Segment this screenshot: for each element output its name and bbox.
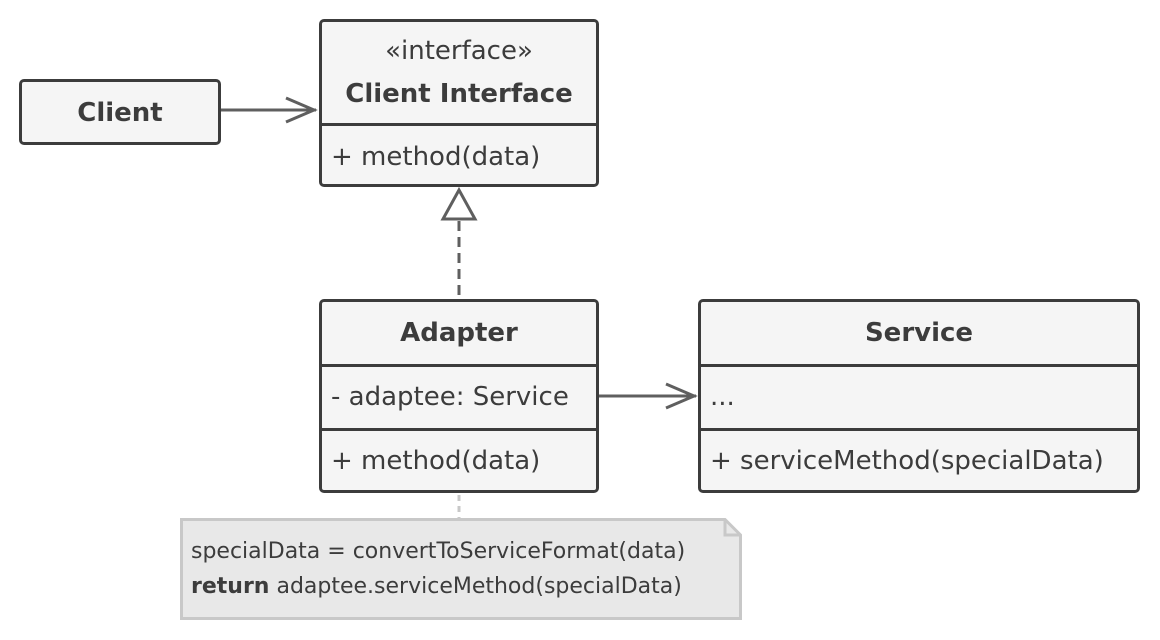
note-return-expression: adaptee.serviceMethod(specialData) [269, 574, 682, 599]
service-class-box: Service ... + serviceMethod(specialData) [698, 299, 1140, 493]
adapter-class-name: Adapter [400, 318, 518, 348]
interface-class-name: Client Interface [345, 79, 573, 109]
adapter-method: + method(data) [331, 446, 541, 476]
code-note: specialData = convertToServiceFormat(dat… [180, 518, 742, 620]
client-interface-box: «interface» Client Interface + method(da… [319, 19, 599, 187]
adapter-field: - adaptee: Service [331, 382, 569, 412]
client-class-name: Client [77, 98, 163, 128]
service-fields-compartment: ... [701, 364, 1137, 428]
interface-method: + method(data) [331, 142, 541, 172]
service-field: ... [710, 382, 735, 412]
note-line-2: return adaptee.serviceMethod(specialData… [191, 574, 682, 600]
realization-triangle-head [440, 186, 478, 221]
adapter-to-service-arrow-head [665, 382, 698, 410]
adapter-fields-compartment: - adaptee: Service [322, 364, 596, 428]
service-class-name: Service [864, 318, 974, 348]
adapter-methods-compartment: + method(data) [322, 428, 596, 490]
note-return-keyword: return [191, 574, 270, 599]
client-class-box: Client [19, 79, 221, 145]
service-methods-compartment: + serviceMethod(specialData) [701, 428, 1137, 490]
adapter-class-box: Adapter - adaptee: Service + method(data… [319, 299, 599, 493]
service-method: + serviceMethod(specialData) [710, 446, 1104, 476]
interface-stereotype: «interface» [385, 36, 533, 66]
note-line-1: specialData = convertToServiceFormat(dat… [191, 539, 686, 564]
client-to-interface-arrow-head [285, 96, 318, 124]
interface-methods-compartment: + method(data) [322, 123, 596, 184]
note-shape [180, 518, 742, 620]
